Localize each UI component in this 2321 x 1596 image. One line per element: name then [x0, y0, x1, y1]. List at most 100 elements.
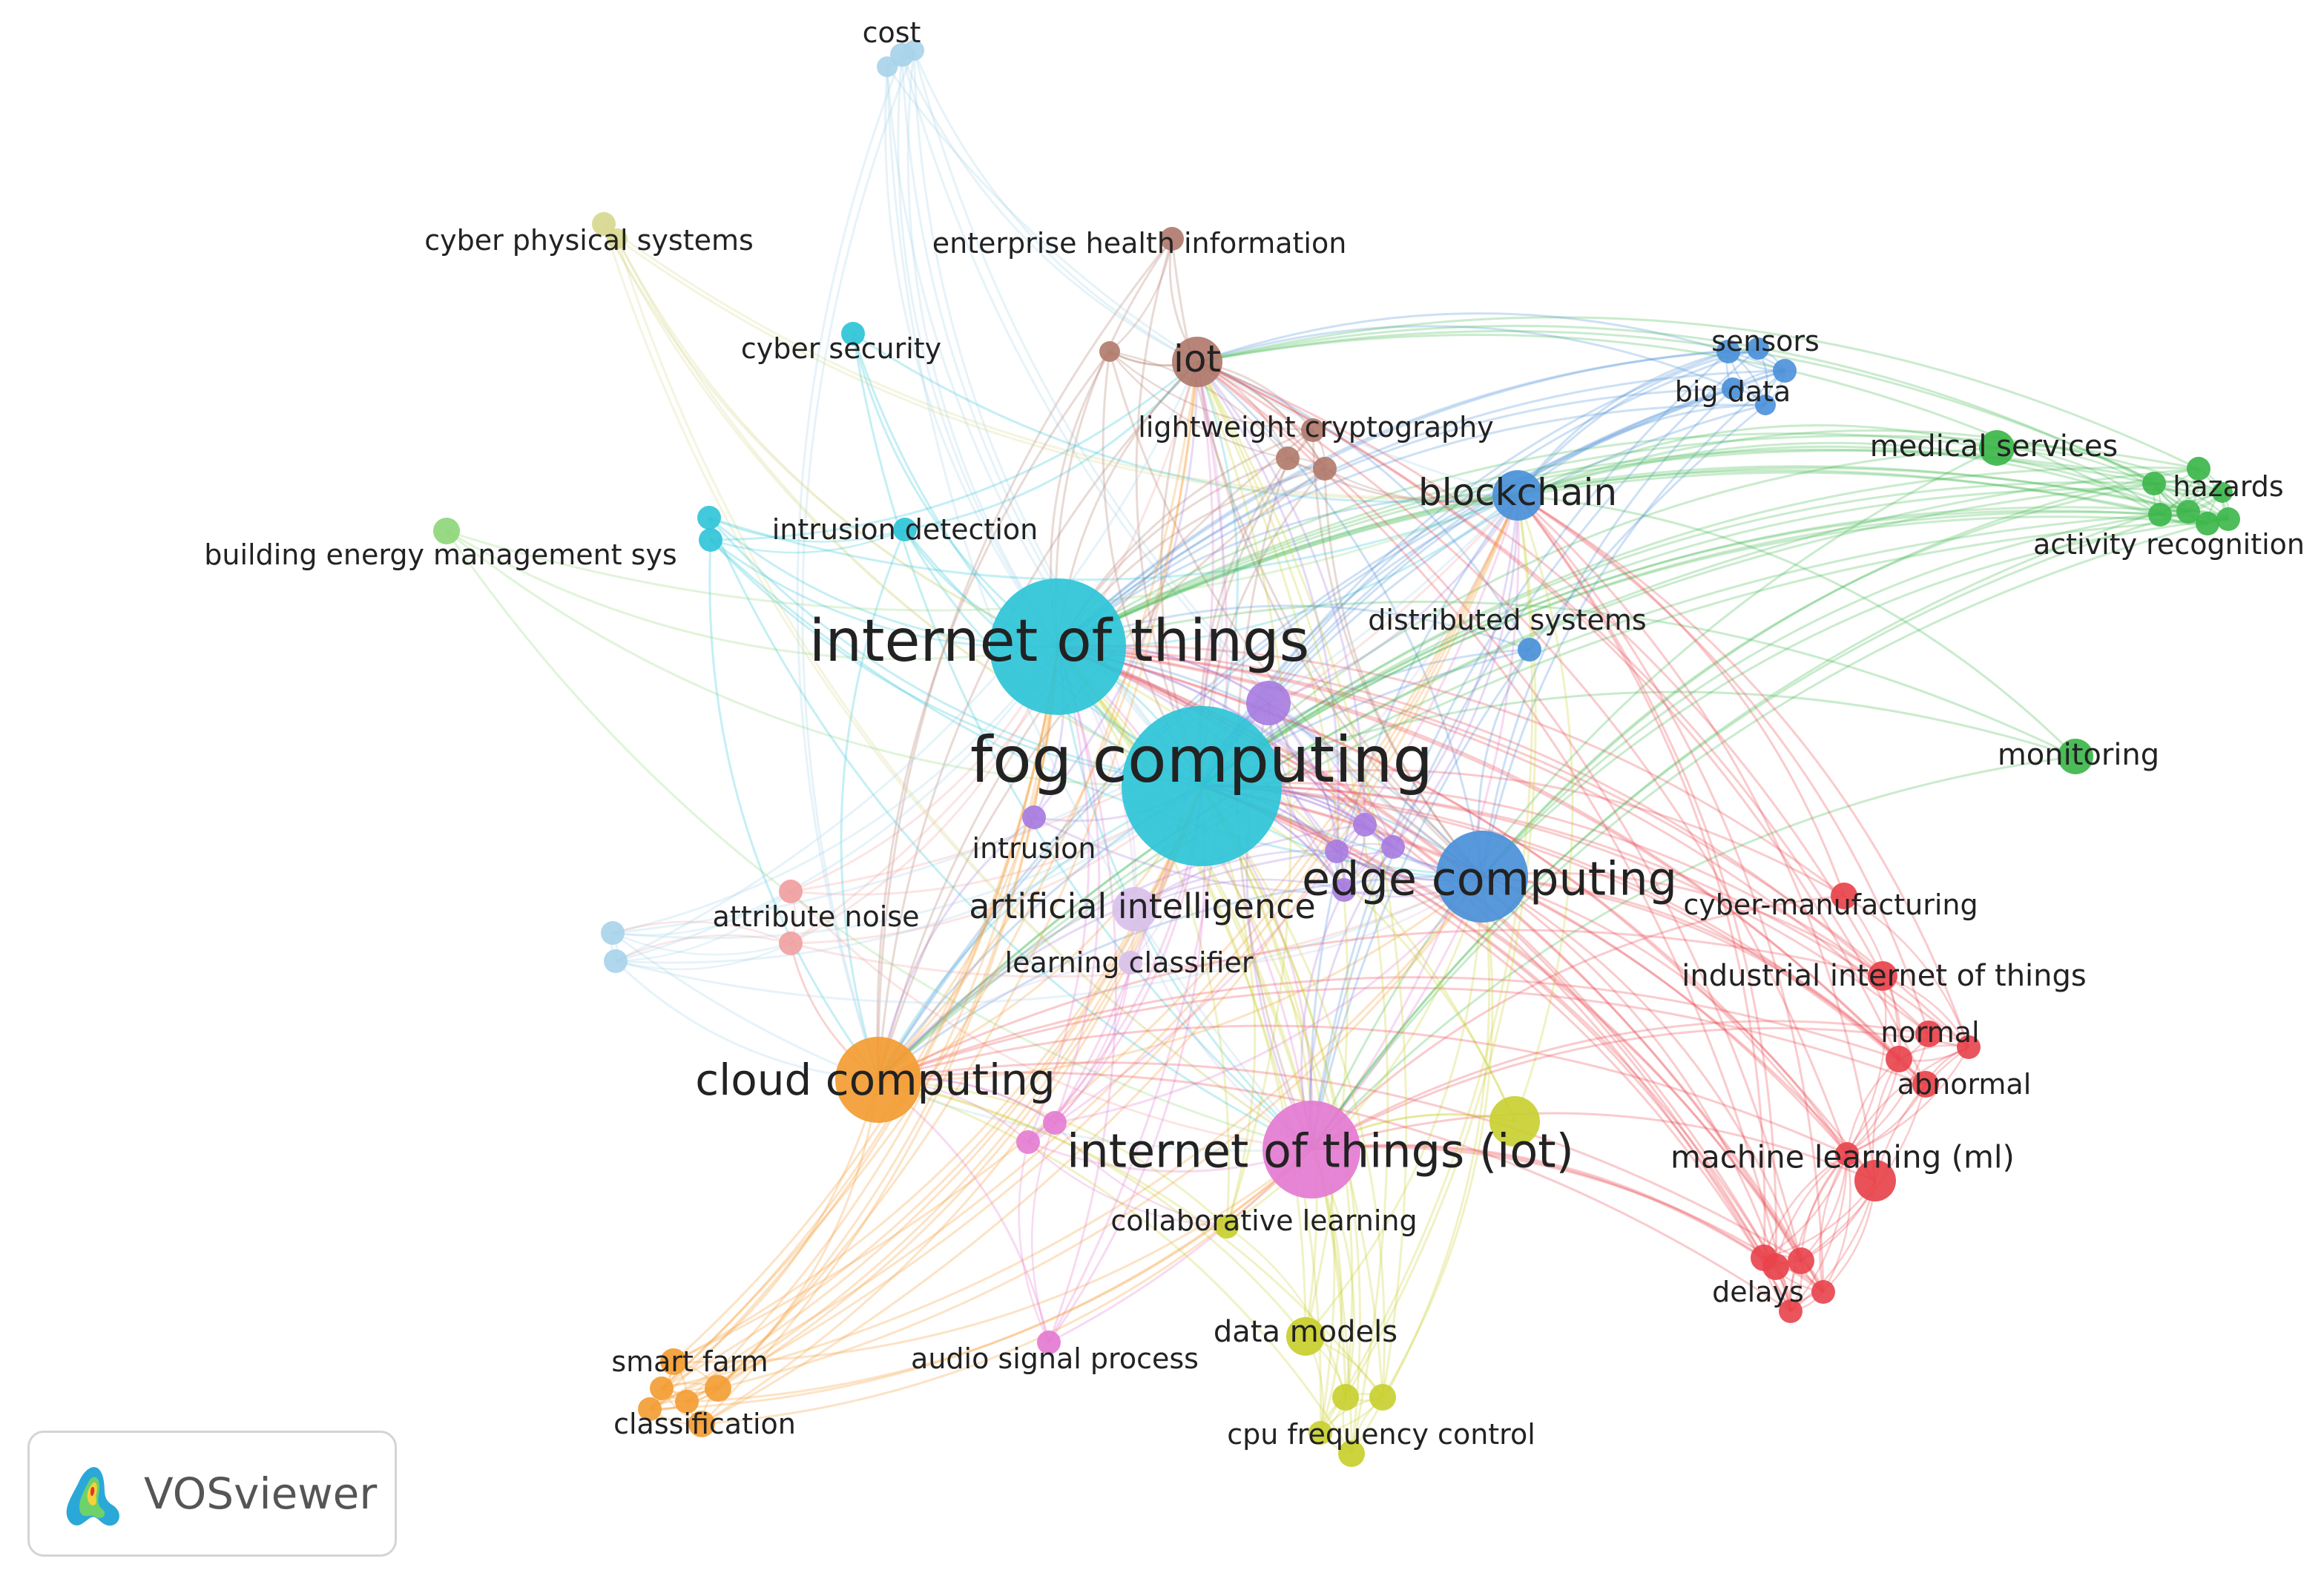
keyword-node-intrusiondet[interactable] [893, 518, 917, 541]
cooccurrence-link [1516, 494, 1877, 1181]
cooccurrence-link [1790, 1153, 1848, 1312]
keyword-node-iiot[interactable] [1868, 961, 1897, 991]
cooccurrence-link [877, 360, 1199, 1081]
cooccurrence-link [1196, 361, 1408, 1398]
cooccurrence-link [878, 929, 1883, 1081]
minor-keyword-node [601, 921, 625, 945]
keyword-node-lwc[interactable] [1301, 418, 1325, 442]
cooccurrence-link [1517, 429, 2223, 497]
keyword-node-iot_things[interactable] [990, 578, 1126, 715]
cooccurrence-link [710, 360, 1198, 541]
cooccurrence-link [1054, 962, 1132, 1124]
cooccurrence-link [445, 530, 1312, 1151]
keyword-node-datamodels[interactable] [1286, 1317, 1325, 1356]
cooccurrence-link [701, 1148, 1313, 1425]
keyword-node-medical[interactable] [1979, 430, 2015, 466]
cooccurrence-link [709, 538, 1483, 878]
minor-keyword-node [1276, 446, 1300, 470]
keyword-node-normal[interactable] [1915, 1020, 1942, 1047]
keyword-node-iot_paren[interactable] [1262, 1101, 1360, 1198]
keyword-node-cybersec[interactable] [841, 322, 865, 346]
cooccurrence-link [884, 66, 1059, 647]
minor-keyword-node [1779, 1299, 1803, 1323]
cooccurrence-link [446, 494, 1518, 612]
keyword-node-cloud[interactable] [835, 1037, 921, 1123]
cooccurrence-link [1874, 1046, 1969, 1181]
cooccurrence-link [1344, 495, 1537, 1398]
cooccurrence-link [877, 238, 1173, 1081]
keyword-label-monitoring: monitoring [1998, 738, 2159, 772]
minor-keyword-node [607, 228, 628, 249]
cooccurrence-link [1196, 334, 2161, 516]
keyword-label-iot_things: internet of things [809, 608, 1309, 675]
keyword-node-attrnoise[interactable] [779, 880, 803, 903]
keyword-node-classification[interactable] [688, 1411, 715, 1437]
cooccurrence-link [1109, 351, 1314, 432]
cooccurrence-link [1310, 894, 1845, 1151]
keyword-node-cps[interactable] [592, 212, 616, 236]
minor-keyword-node [1811, 1280, 1835, 1304]
keyword-node-monitoring[interactable] [2058, 739, 2093, 774]
keyword-node-blockchain[interactable] [1492, 470, 1543, 521]
keyword-node-cpufreq[interactable] [1338, 1440, 1365, 1467]
cooccurrence-link [1517, 423, 1998, 497]
keyword-node-activity[interactable] [2196, 512, 2219, 535]
keyword-node-iot_short[interactable] [1172, 337, 1222, 387]
cooccurrence-link [1201, 785, 1803, 1262]
keyword-label-activity: activity recognition [2033, 528, 2305, 561]
minor-keyword-node [1353, 813, 1377, 837]
cooccurrence-link [1800, 1153, 1848, 1262]
keyword-node-edge[interactable] [1436, 831, 1528, 923]
vosviewer-badge: VOSviewer [27, 1431, 397, 1557]
cooccurrence-link [1196, 361, 1340, 852]
cooccurrence-link [1201, 785, 1792, 1312]
cooccurrence-link [1196, 325, 1734, 390]
cooccurrence-link [1201, 769, 1845, 897]
keyword-label-cps: cyber physical systems [424, 224, 754, 257]
cooccurrence-link [1311, 1144, 1777, 1268]
keyword-node-distsys[interactable] [1518, 638, 1541, 662]
keyword-node-bems[interactable] [433, 518, 460, 544]
keyword-label-collab: collaborative learning [1110, 1204, 1417, 1237]
cooccurrence-link [708, 517, 1202, 788]
keyword-node-abnormal[interactable] [1912, 1071, 1939, 1098]
keyword-label-classification: classification [613, 1408, 796, 1440]
cooccurrence-link [906, 50, 1059, 647]
cooccurrence-link [1057, 645, 1930, 1035]
minor-keyword-node [638, 1397, 662, 1421]
cooccurrence-link [1057, 604, 1530, 651]
keyword-node-ai[interactable] [1113, 887, 1157, 931]
keyword-node-hazards[interactable] [2187, 457, 2210, 481]
keyword-node-bigdata[interactable] [1722, 377, 1744, 400]
cooccurrence-link [708, 517, 1312, 1151]
cooccurrence-link [904, 361, 1199, 531]
keyword-node-intrusion[interactable] [1022, 805, 1046, 829]
cooccurrence-link [1057, 369, 1785, 648]
keyword-node-fog[interactable] [1122, 706, 1282, 866]
keyword-node-smartfarm[interactable] [660, 1348, 687, 1375]
cooccurrence-link [1201, 690, 2076, 788]
cooccurrence-link [1201, 466, 2199, 788]
minor-keyword-node [1381, 835, 1405, 859]
cooccurrence-link [1201, 510, 2161, 788]
keyword-node-learncls[interactable] [1119, 951, 1142, 975]
keyword-node-sensors[interactable] [1747, 337, 1769, 360]
keyword-node-cost[interactable] [890, 43, 914, 67]
keyword-node-ehi[interactable] [1160, 227, 1184, 251]
cooccurrence-link [615, 361, 1199, 963]
minor-keyword-node [1016, 1130, 1040, 1154]
cooccurrence-link [700, 646, 1059, 1425]
cooccurrence-link [1481, 482, 2155, 877]
keyword-label-datamodels: data models [1214, 1315, 1397, 1349]
keyword-node-delays[interactable] [1762, 1253, 1789, 1280]
keyword-node-audio[interactable] [1037, 1330, 1061, 1354]
cooccurrence-link [1350, 876, 1491, 1454]
keyword-node-cybermfg[interactable] [1831, 883, 1857, 909]
cooccurrence-link [615, 891, 791, 963]
cooccurrence-link [878, 875, 1483, 1081]
keyword-node-collab[interactable] [1215, 1215, 1239, 1239]
cooccurrence-link [877, 816, 1035, 1081]
minor-keyword-node [1755, 395, 1776, 415]
keyword-node-ml[interactable] [1854, 1160, 1896, 1201]
cooccurrence-link [1201, 785, 1927, 1086]
